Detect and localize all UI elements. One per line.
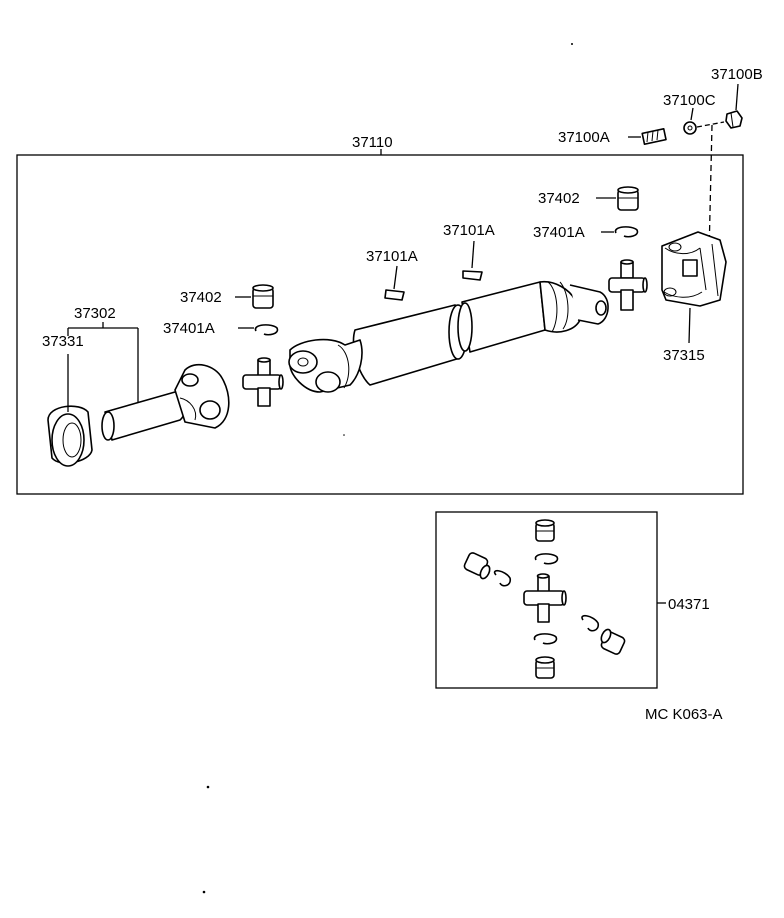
bolt-37100a — [641, 128, 667, 145]
nut-37100b — [725, 110, 743, 129]
snap-ring-37401a-upper — [614, 226, 639, 238]
balance-weight-left — [384, 289, 405, 301]
label-37331: 37331 — [42, 333, 84, 350]
snap-ring-37401a-lower — [254, 324, 279, 336]
sleeve-yoke-37302 — [101, 363, 230, 441]
label-37315: 37315 — [663, 347, 705, 364]
flange-yoke-37315 — [661, 231, 727, 307]
universal-joint-cross-rear — [608, 259, 648, 311]
washer-37100c — [683, 121, 697, 135]
label-37402-upper: 37402 — [538, 190, 580, 207]
spider-kit-frame — [435, 511, 658, 689]
dust-seal-37331 — [47, 405, 93, 467]
bearing-cup-37402-lower — [252, 284, 274, 309]
bearing-cup-37402-upper — [617, 186, 639, 211]
assembly-frame — [16, 154, 744, 495]
label-37100a: 37100A — [558, 129, 610, 146]
label-04371: 04371 — [668, 596, 710, 613]
figure-code: MC K063-A — [645, 706, 723, 723]
universal-joint-cross-front — [242, 357, 284, 407]
balance-weight-right — [462, 270, 483, 281]
label-37401a-lower: 37401A — [163, 320, 215, 337]
label-37402-lower: 37402 — [180, 289, 222, 306]
label-37101a-right: 37101A — [443, 222, 495, 239]
label-37100b: 37100B — [711, 66, 763, 83]
tube-yoke-front — [288, 338, 363, 393]
spider-kit-parts — [463, 519, 626, 679]
label-37302: 37302 — [74, 305, 116, 322]
label-37110: 37110 — [352, 134, 393, 151]
label-37401a-upper: 37401A — [533, 224, 585, 241]
label-37100c: 37100C — [663, 92, 716, 109]
label-37101a-left: 37101A — [366, 248, 418, 265]
